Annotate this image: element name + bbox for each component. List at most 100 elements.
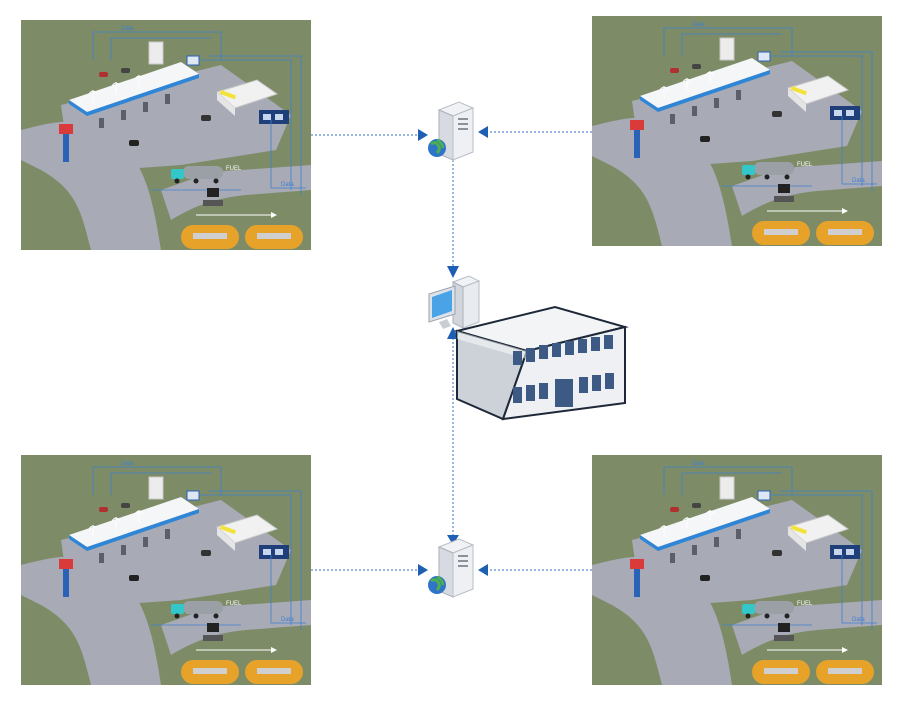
price-sign (59, 124, 73, 134)
monitor-icon (186, 55, 200, 66)
monitor-icon (757, 51, 771, 62)
network-device-icon (259, 110, 289, 124)
gas-station-top-right: Data Data FUEL (592, 16, 882, 246)
globe-icon (428, 139, 446, 157)
fuel-truck-icon (171, 601, 223, 619)
gas-station-top-left: Data Data FUEL (21, 20, 311, 250)
monitor-icon (186, 490, 200, 501)
network-device-icon (259, 545, 289, 559)
fuel-label: FUEL (226, 166, 242, 172)
car (670, 507, 679, 512)
car (692, 503, 701, 508)
price-sign (630, 559, 644, 569)
fuel-label: FUEL (797, 601, 813, 607)
canopy-roof (640, 58, 770, 108)
data-label-side: Data (281, 182, 294, 188)
storage-tank-icon (752, 660, 810, 684)
car (700, 575, 710, 581)
server-icon (428, 538, 475, 598)
canopy-roof (640, 497, 770, 547)
arrow (418, 564, 428, 576)
wireless-antennas (659, 71, 715, 98)
pipe-arrow (271, 212, 277, 218)
car (121, 68, 130, 73)
flow-meter-icon (778, 623, 790, 632)
gas-station-bottom-left: Data Data FUEL (21, 455, 311, 685)
data-label-side: Data (852, 617, 865, 623)
canopy-edge (87, 74, 199, 116)
pipe-arrow (842, 208, 848, 214)
fuel-truck-icon (742, 162, 794, 180)
storage-tank-icon (245, 225, 303, 249)
arrow (478, 126, 488, 138)
shop-front (217, 527, 235, 551)
canopy-edge (658, 70, 770, 112)
price-sign (630, 120, 644, 130)
data-label-top: Data (121, 461, 134, 467)
pipe-arrow (271, 647, 277, 653)
car (121, 503, 130, 508)
car (772, 111, 782, 117)
canopy-stripe (69, 100, 87, 116)
arrow (447, 535, 459, 545)
office-building-icon (455, 305, 629, 421)
storage-tank-icon (816, 221, 874, 245)
storage-tank-icon (181, 660, 239, 684)
flow-meter-base (774, 196, 794, 202)
network-device-icon (830, 106, 860, 120)
network-device-icon (830, 545, 860, 559)
car (201, 550, 211, 556)
canopy-edge (87, 509, 199, 551)
data-label-top: Data (121, 26, 134, 32)
data-lines (92, 466, 306, 630)
shop-roof (786, 514, 850, 544)
storage-tank-icon (752, 221, 810, 245)
shop-sign (790, 525, 808, 535)
car (99, 72, 108, 77)
data-lines (663, 27, 877, 191)
shop-roof (215, 79, 279, 109)
canopy-edge (658, 509, 770, 551)
server-icon (428, 101, 475, 161)
wireless-antennas (88, 510, 144, 537)
fuel-truck-icon (742, 601, 794, 619)
fuel-pumps (99, 529, 170, 563)
fuel-pumps (670, 529, 741, 563)
price-sign-pole (634, 126, 640, 158)
canopy-stripe (640, 535, 658, 551)
canopy-stripe (69, 535, 87, 551)
car (99, 507, 108, 512)
shop-roof (215, 514, 279, 544)
canopy-stripe (640, 96, 658, 112)
wireless-antennas (659, 510, 715, 537)
flow-meter-base (774, 635, 794, 641)
shop-roof (786, 75, 850, 105)
data-lines (92, 31, 306, 195)
shop-front (788, 527, 806, 551)
canopy-roof (69, 62, 199, 112)
flow-meter-icon (778, 184, 790, 193)
shop-front (217, 92, 235, 116)
car (201, 115, 211, 121)
car (129, 575, 139, 581)
car (670, 68, 679, 73)
wireless-antennas (88, 75, 144, 102)
storage-tank-icon (245, 660, 303, 684)
shop-sign (790, 86, 808, 96)
gas-station-bottom-right: Data Data FUEL (592, 455, 882, 685)
car (692, 64, 701, 69)
fuel-label: FUEL (226, 601, 242, 607)
arrow (418, 129, 428, 141)
pipe-arrow (842, 647, 848, 653)
fuel-pumps (99, 94, 170, 128)
kiosk-tower (719, 476, 735, 500)
kiosk-tower (719, 37, 735, 61)
kiosk-tower (148, 41, 164, 65)
fuel-label: FUEL (797, 162, 813, 168)
data-label-top: Data (692, 461, 705, 467)
car (772, 550, 782, 556)
data-lines (663, 466, 877, 630)
shop-sign (219, 525, 237, 535)
globe-icon (428, 576, 446, 594)
